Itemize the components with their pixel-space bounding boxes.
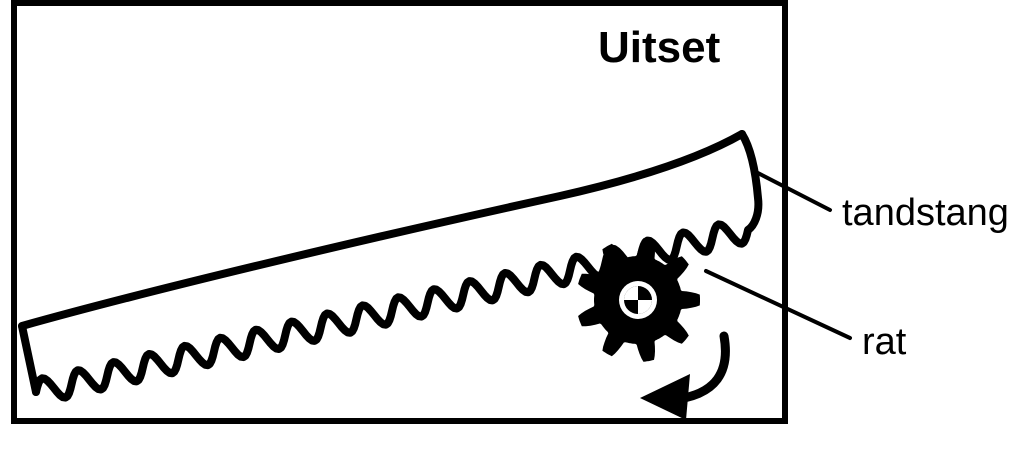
diagram-frame xyxy=(11,0,788,424)
rack-top-edge xyxy=(18,130,746,330)
rack-right-end xyxy=(738,130,763,234)
rack-left-end xyxy=(18,322,40,396)
rack-leader-line xyxy=(754,170,832,212)
rack-label: tandstang xyxy=(842,192,1009,234)
gear-hub-highlight xyxy=(624,286,652,314)
gear-label: rat xyxy=(862,321,907,363)
arrow-head xyxy=(640,374,690,420)
gear-leader-line xyxy=(704,269,852,340)
diagram-title: Uitset xyxy=(598,23,721,72)
gear xyxy=(578,238,700,362)
curved-arrow-icon xyxy=(640,331,730,420)
